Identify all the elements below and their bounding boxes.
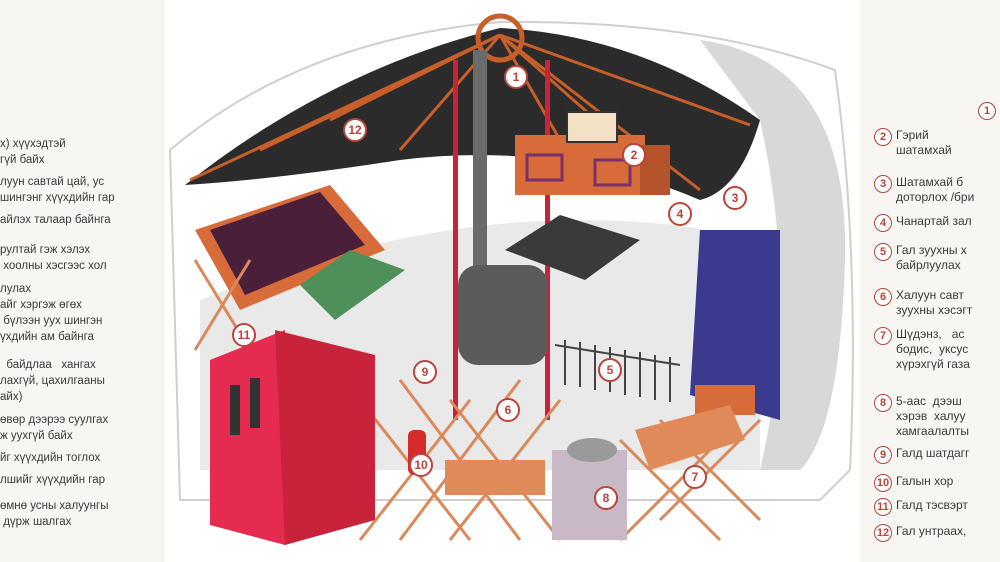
right-list-item: 9 Галд шатдагг [874,446,969,464]
left-text-line: айлэх талаар байнга [0,214,111,226]
left-text-line: гүй байх [0,154,45,166]
right-text-panel [860,0,1000,562]
door [210,330,285,545]
green-mat [300,250,405,320]
item-text: Гал унтраах, [896,524,967,538]
chemical-shelf [635,405,745,470]
right-list-item: 10 Галын хор [874,474,953,492]
item-text: Шатамхай б доторлох /бри [896,175,975,204]
left-bed-rug [210,192,365,295]
item-number-badge: 1 [978,102,996,120]
marker-1: 1 [504,65,528,89]
marker-5: 5 [598,358,622,382]
marker-9: 9 [413,360,437,384]
chimney [473,50,487,270]
left-text-line: лшийг хүүхдийн гар [0,474,106,486]
item-text: Гал зуухны х байрлуулах [896,243,967,272]
right-list-item: 1 [978,102,1000,120]
left-text-line: рултай гэж хэлэх [0,244,91,256]
item-number-badge: 5 [874,243,892,261]
left-text-line: өвөр дээрээ суулгах [0,414,109,426]
left-text-line: дүрж шалгах [0,516,72,528]
marker-8: 8 [594,486,618,510]
right-bed [690,230,780,420]
pot-icon [567,438,617,462]
door-frame [275,330,375,545]
item-text: Галд шатдагг [896,446,970,460]
item-number-badge: 3 [874,175,892,193]
item-text: 5-аас дээш хэрэв халуу хамгаалалты [896,394,970,438]
left-text-line: айг хэргэж өгөх [0,299,82,311]
item-number-badge: 7 [874,327,892,345]
stove [458,265,548,365]
item-number-badge: 2 [874,128,892,146]
item-text: Галын хор [896,474,954,488]
left-text-panel [0,0,165,562]
left-text-line: айх) [0,391,23,403]
item-text: Гэрий шатамхай [896,128,952,157]
left-text-line: х) хүүхэдтэй [0,138,66,150]
pillar-left [453,60,458,420]
item-number-badge: 11 [874,498,892,516]
item-number-badge: 6 [874,288,892,306]
tv-icon [566,111,618,143]
item-number-badge: 10 [874,474,892,492]
roof-crown [475,13,525,63]
marker-3: 3 [723,186,747,210]
right-list-item: 12 Гал унтраах, [874,524,966,542]
left-text-line: луун савтай цай, ус [0,176,105,188]
marker-7: 7 [683,465,707,489]
left-text-line: лахгүй, цахилгааны [0,375,105,387]
table [505,215,640,280]
right-list-item: 4 Чанартай зал [874,214,972,232]
item-number-badge: 4 [874,214,892,232]
left-text-line: шингэнг хүүхдийн гар [0,192,115,204]
marker-6: 6 [496,398,520,422]
item-text: Халуун савт зуухны хэсэгт [896,288,973,317]
yurt-right-wall [700,40,846,470]
item-text: Шүдэнз, ас бодис, уксус хүрэхгүй газа [896,327,970,371]
left-text-line: хоолны хэсгээс хол [0,260,107,272]
item-text: Чанартай зал [896,214,972,228]
left-text-line: лулах [0,283,32,295]
left-text-line: үхдийн ам байнга [0,331,94,343]
item-number-badge: 9 [874,446,892,464]
marker-2: 2 [622,143,646,167]
left-text-line: ж уухгүй байх [0,430,73,442]
item-number-badge: 12 [874,524,892,542]
left-text-line: бүлээн уух шингэн [0,315,103,327]
medicine-shelf [445,460,545,495]
marker-4: 4 [668,202,692,226]
right-list-item: 11 Галд тэсвэрт [874,498,968,516]
marker-12: 12 [343,118,367,142]
item-number-badge: 8 [874,394,892,412]
item-text: Галд тэсвэрт [896,498,968,512]
marker-10: 10 [409,453,433,477]
left-text-line: йг хүүхдийн тоглох [0,452,101,464]
marker-11: 11 [232,323,256,347]
left-text-line: байдлаа хангах [0,359,96,371]
left-text-line: өмнө усны халуунгы [0,500,109,512]
